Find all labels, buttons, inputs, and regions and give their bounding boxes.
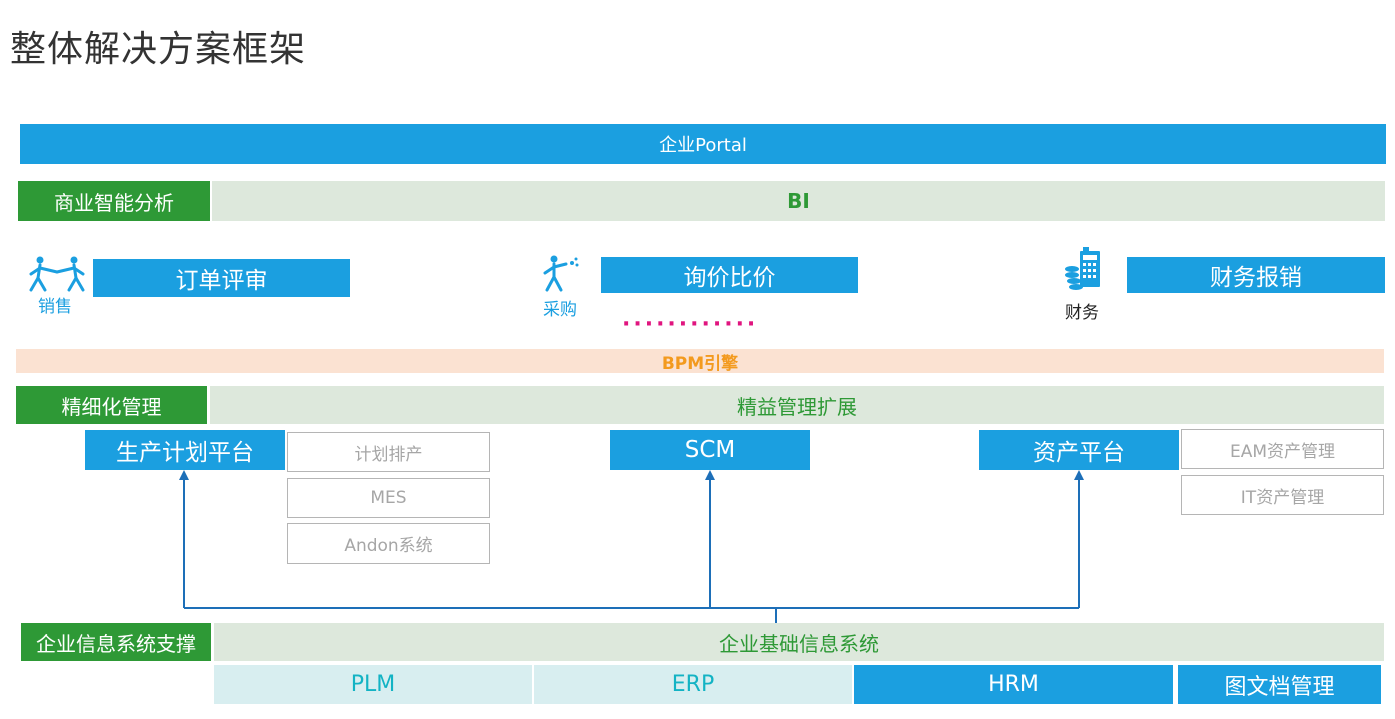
lean-category-label: 精细化管理 (16, 386, 207, 424)
ellipsis-dots: ············ (622, 312, 759, 337)
planning-scheduling-box: 计划排产 (287, 432, 490, 472)
process-expense-reimbursement: 财务报销 (1127, 257, 1385, 293)
bi-category-label: 商业智能分析 (18, 181, 210, 221)
system-hrm: HRM (854, 665, 1173, 704)
role-label-purchasing: 采购 (543, 300, 577, 320)
buyer-person-icon (543, 255, 579, 292)
mes-box: MES (287, 478, 490, 518)
process-inquiry-compare: 询价比价 (601, 257, 858, 293)
scm-module: SCM (610, 430, 810, 470)
process-order-review: 订单评审 (93, 259, 350, 297)
eam-asset-box: EAM资产管理 (1181, 429, 1384, 469)
enterprise-base-info-bar: 企业基础信息系统 (214, 623, 1384, 661)
system-erp: ERP (534, 665, 852, 704)
role-label-sales: 销售 (38, 297, 72, 317)
asset-platform: 资产平台 (979, 430, 1179, 470)
calculator-coins-icon (1065, 247, 1100, 290)
handshake-people-icon (29, 256, 85, 292)
system-document-management: 图文档管理 (1178, 665, 1381, 704)
portal-bar: 企业Portal (20, 124, 1386, 164)
production-planning-platform: 生产计划平台 (85, 430, 285, 470)
role-label-finance: 财务 (1065, 303, 1099, 323)
info-system-category-label: 企业信息系统支撑 (21, 623, 211, 661)
page-title: 整体解决方案框架 (10, 29, 307, 70)
it-asset-box: IT资产管理 (1181, 475, 1384, 515)
bpm-engine-bar: BPM引擎 (16, 349, 1384, 374)
andon-system-box: Andon系统 (287, 523, 490, 564)
lean-management-bar: 精益管理扩展 (210, 386, 1384, 424)
system-plm: PLM (214, 665, 532, 704)
bi-bar: BI (212, 181, 1385, 221)
